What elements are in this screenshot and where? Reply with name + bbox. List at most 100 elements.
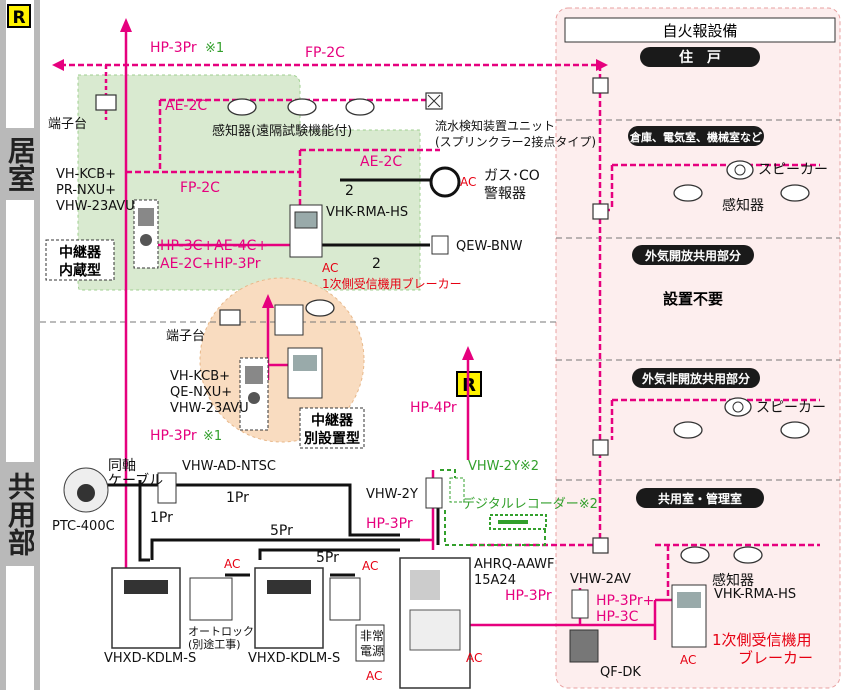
emergency-box [355, 624, 385, 662]
ahrq-label-2: 15A24 [474, 573, 516, 588]
qf-dk-device [569, 629, 599, 663]
fire-closed-common: 外気非開放共用部分 [642, 371, 750, 386]
fire-detector-a [673, 184, 703, 202]
detector-remote-label: 感知器(遠隔試験機能付) [212, 123, 352, 139]
ac-gas: AC [460, 175, 476, 189]
cable-ae2c-b: AE-2C [360, 154, 402, 170]
fire-zone-bg [555, 7, 841, 689]
cable-two-a: 2 [345, 183, 354, 199]
cable-fp2c-top: FP-2C [305, 45, 345, 61]
ac-res: AC [322, 261, 338, 275]
fire-not-needed: 設置不要 [663, 290, 723, 308]
ptc-label: PTC-400C [52, 519, 115, 534]
fire-mgmt: 共用室・管理室 [658, 491, 742, 506]
cable-1pr-a: 1Pr [226, 490, 249, 506]
cable-coax: 同軸 [108, 458, 136, 474]
vhxd-label-a: VHXD-KDLM-S [104, 651, 196, 666]
autolock-label-2: (別途工事) [188, 637, 241, 651]
r-mark-top [7, 4, 31, 28]
terminal-box-2 [219, 309, 241, 326]
builtin-relay-box [45, 239, 115, 281]
emergency-label-1: 非常 [360, 629, 384, 643]
autolock-label-1: オートロック [188, 625, 254, 638]
detector-2 [287, 98, 317, 116]
gas-label-1: ガス･CO [484, 168, 540, 184]
detector-1 [227, 98, 257, 116]
cable-vhw2y-note: VHW-2Y※2 [468, 459, 539, 474]
cable-hp3pr-right: HP-3Pr [505, 588, 552, 604]
cable-5pr-a: 5Pr [270, 523, 293, 539]
terminal-label-1: 端子台 [48, 117, 87, 132]
fire-box-4 [592, 537, 609, 554]
cable-hp4pr: HP-4Pr [410, 400, 457, 416]
r-mark-top-text: R [12, 8, 25, 28]
vhk-label-res: VHK-RMA-HS [326, 205, 408, 220]
fire-open-common: 外気開放共用部分 [645, 248, 741, 263]
fire-box-3 [592, 439, 609, 456]
qe-label-3: VHW-23AVU [170, 401, 249, 416]
cable-1pr-b: 1Pr [150, 510, 173, 526]
qe-label-1: VH-KCB+ [170, 369, 230, 384]
vh-kcb-label-1: VH-KCB+ [56, 167, 116, 182]
fire-detector-label-a: 感知器 [722, 197, 764, 214]
vhw-ad-ntsc-label: VHW-AD-NTSC [182, 459, 276, 474]
cable-recorder-note: デジタルレコーダー※2 [462, 496, 598, 512]
gas-label-2: 警報器 [484, 186, 526, 202]
vh-kcb-label-2: PR-NXU+ [56, 183, 116, 198]
builtin-relay-label-2: 内蔵型 [59, 262, 101, 279]
fire-box-1 [592, 77, 609, 94]
fire-storage: 倉庫、電気室、機械室など [629, 130, 762, 144]
breaker-res: 1次側受信機用ブレーカー [322, 276, 462, 291]
fire-detector-e [680, 546, 710, 564]
separate-relay-label-2: 別設置型 [303, 430, 360, 447]
cable-two-b: 2 [372, 256, 381, 272]
cable-5pr-b: 5Pr [316, 550, 339, 566]
fire-detector-c [673, 421, 703, 439]
cable-hp-combo-2: AE-2C+HP-3Pr [160, 256, 261, 272]
cable-hp3c: HP-3C [596, 609, 639, 625]
builtin-relay-label-1: 中継器 [59, 244, 102, 261]
fire-detector-f [733, 546, 763, 564]
fire-detector-d [780, 421, 810, 439]
qe-label-2: QE-NXU+ [170, 385, 232, 400]
vh-kcb-label-3: VHW-23AVU [56, 199, 135, 214]
fire-speaker-b [724, 397, 752, 417]
cable-hp3pr-top: HP-3Pr [150, 40, 197, 56]
vhxd-label-b: VHXD-KDLM-S [248, 651, 340, 666]
side-label-residence: 居室 [0, 128, 40, 200]
fire-detector-label-b: 感知器 [712, 572, 754, 589]
vhw-2y-device [425, 477, 443, 509]
vhw-2av-label: VHW-2AV [570, 572, 631, 587]
fire-residence: 住 戸 [679, 49, 721, 66]
flow-unit-label-1: 流水検知装置ユニット [435, 119, 555, 133]
flow-unit-label-2: (スプリンクラー2接点タイプ) [435, 134, 596, 149]
vhk-label-mgmt: VHK-RMA-HS [714, 587, 796, 602]
ac-emergency: AC [366, 669, 382, 683]
cable-cable: ケーブル [108, 472, 163, 489]
ac-autolock-b: AC [362, 559, 378, 573]
fire-title: 自火報設備 [662, 22, 737, 40]
detector-3 [345, 98, 375, 116]
side-bar-2 [34, 0, 40, 690]
vhw-2y-green [449, 477, 465, 503]
fire-box-2 [592, 203, 609, 220]
qf-dk-label: QF-DK [600, 665, 641, 680]
separate-relay-box [299, 407, 365, 449]
cable-fp2c-mid: FP-2C [180, 180, 220, 196]
qew-bnw-device [431, 235, 449, 255]
cable-ae2c-a: AE-2C [165, 98, 207, 114]
ac-autolock-a: AC [224, 557, 240, 571]
terminal-label-2: 端子台 [166, 329, 205, 344]
cable-hp-combo-1: HP-3C+AE-4C+ [160, 238, 268, 254]
ac-panel: AC [466, 651, 482, 665]
fire-detector-b [780, 184, 810, 202]
breaker-big-2: ブレーカー [738, 649, 813, 667]
side-label-common: 共用部 [0, 462, 40, 566]
ahrq-label-1: AHRQ-AAWF [474, 557, 554, 572]
fire-speaker-a [726, 160, 754, 180]
vhw-2y-label: VHW-2Y [366, 487, 418, 502]
breaker-big-1: 1次側受信機用 [712, 631, 812, 649]
cable-hp3pr-mid: HP-3Pr [366, 516, 413, 532]
